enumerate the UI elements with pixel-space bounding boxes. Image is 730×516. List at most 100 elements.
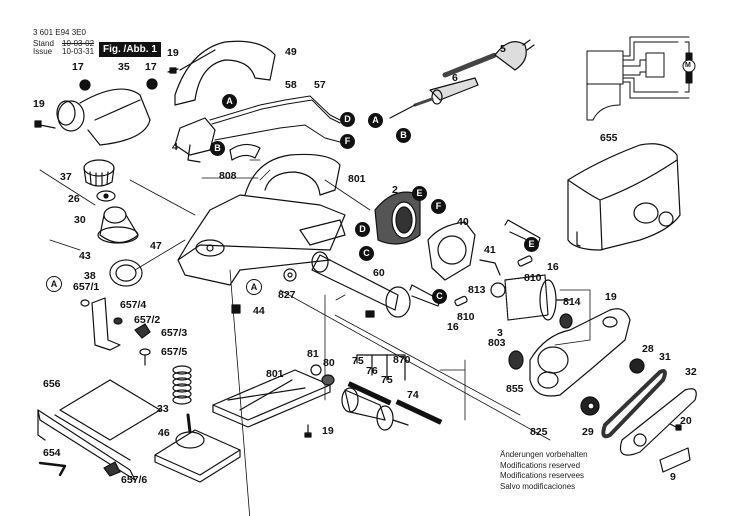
spring-33 [172, 365, 192, 405]
washer-657-2 [113, 317, 123, 325]
part-28: 28 [642, 343, 654, 355]
connector-a-cord-marker: A [368, 113, 383, 128]
part-657-4: 657/4 [120, 299, 147, 311]
part-855: 855 [506, 383, 524, 395]
bearing-814 [559, 313, 573, 329]
knob-657-6 [103, 461, 121, 477]
pulley-28 [629, 358, 645, 374]
roller-shaft-assembly-870 [341, 354, 443, 431]
part-870: 870 [393, 354, 411, 366]
part-29: 29 [582, 426, 594, 438]
part-30: 30 [74, 214, 86, 226]
gearbox-housing-825 [529, 308, 631, 397]
connector-f-marker: F [340, 134, 355, 149]
part-41: 41 [484, 244, 496, 256]
part-813: 813 [468, 284, 486, 296]
part-31: 31 [659, 351, 671, 363]
part-657-3: 657/3 [161, 327, 188, 339]
modifications-note: Änderungen vorbehalten Modifications res… [500, 450, 588, 492]
parallel-guide-656 [37, 379, 161, 481]
armature-3 [490, 274, 571, 321]
pulley-29 [580, 396, 600, 416]
label-plate-9 [659, 447, 691, 473]
belt-cover-49 [167, 40, 276, 106]
connector-c-marker: C [359, 246, 374, 261]
nut-44 [231, 304, 241, 314]
part-9: 9 [670, 471, 676, 483]
part-17: 17 [72, 61, 84, 73]
part-46: 46 [158, 427, 170, 439]
stand-label: Stand [33, 39, 54, 48]
power-cord-5 [442, 39, 535, 78]
part-33: 33 [157, 403, 169, 415]
part-657-1: 657/1 [73, 281, 100, 293]
part-19: 19 [605, 291, 617, 303]
part-19: 19 [322, 425, 334, 437]
part-44: 44 [253, 305, 265, 317]
part-657-5: 657/5 [161, 346, 188, 358]
connector-f-motor-marker: F [431, 199, 446, 214]
part-656: 656 [43, 378, 61, 390]
bracket-657-4 [91, 297, 121, 351]
bolt-657-5 [139, 348, 151, 366]
issue-date: 10-03-31 [62, 47, 95, 56]
part-655: 655 [600, 132, 618, 144]
part-57: 57 [314, 79, 326, 91]
note-de: Änderungen vorbehalten [500, 450, 588, 459]
belt-cover-32 [619, 388, 697, 456]
part-2: 2 [392, 184, 398, 196]
part-75: 75 [352, 355, 364, 367]
part-81: 81 [307, 348, 319, 360]
issue-label: Issue [33, 47, 53, 56]
connector-d-motor-marker: D [355, 222, 370, 237]
washer-657-1 [80, 299, 90, 307]
connector-e-brush-marker: E [524, 237, 539, 252]
connector-e-marker: E [412, 186, 427, 201]
connector-b-marker: B [210, 141, 225, 156]
connector-a-fence-marker: A [46, 276, 62, 292]
part-40: 40 [457, 216, 469, 228]
cord-sleeve-6 [389, 77, 479, 119]
knob-base-30 [97, 206, 139, 244]
part-58: 58 [285, 79, 297, 91]
part-16: 16 [447, 321, 459, 333]
chip-deflector-35 [34, 78, 158, 146]
part-number: 3 601 E94 3E0 [33, 28, 86, 37]
clip-81 [310, 364, 322, 376]
part-3: 3 [497, 327, 503, 339]
part-80: 80 [323, 357, 335, 369]
part-38: 38 [84, 270, 96, 282]
bracket-41 [479, 259, 501, 276]
part-75: 75 [381, 374, 393, 386]
part-654: 654 [43, 447, 61, 459]
part-808: 808 [219, 170, 237, 182]
note-en: Modifications reserved [500, 460, 581, 470]
part-657-6: 657/6 [121, 474, 148, 486]
part-17: 17 [145, 61, 157, 73]
washer-26 [96, 190, 116, 202]
part-47: 47 [150, 240, 162, 252]
screw-19d [304, 424, 312, 438]
bearing-827 [283, 268, 297, 282]
motor-symbol: M [685, 62, 691, 69]
bearing-855 [508, 350, 524, 370]
scale-ring-38 [109, 259, 143, 287]
stand-date: 10-03-02 [62, 39, 95, 48]
wiring-schematic [586, 36, 696, 121]
part-827: 827 [278, 289, 296, 301]
connector-a-housing-marker: A [246, 279, 262, 295]
switch-4 [174, 117, 216, 163]
depth-knob-37 [83, 159, 115, 187]
part-5: 5 [500, 43, 506, 55]
air-guide-40 [427, 221, 476, 281]
part-810: 810 [457, 311, 475, 323]
note-es: Salvo modificaciones [500, 481, 576, 491]
part-76: 76 [366, 365, 378, 377]
part-814: 814 [563, 296, 581, 308]
knob-657-3 [134, 323, 151, 339]
drive-belt-31 [601, 369, 667, 439]
cap-80 [321, 374, 335, 386]
connector-a-marker: A [222, 94, 237, 109]
